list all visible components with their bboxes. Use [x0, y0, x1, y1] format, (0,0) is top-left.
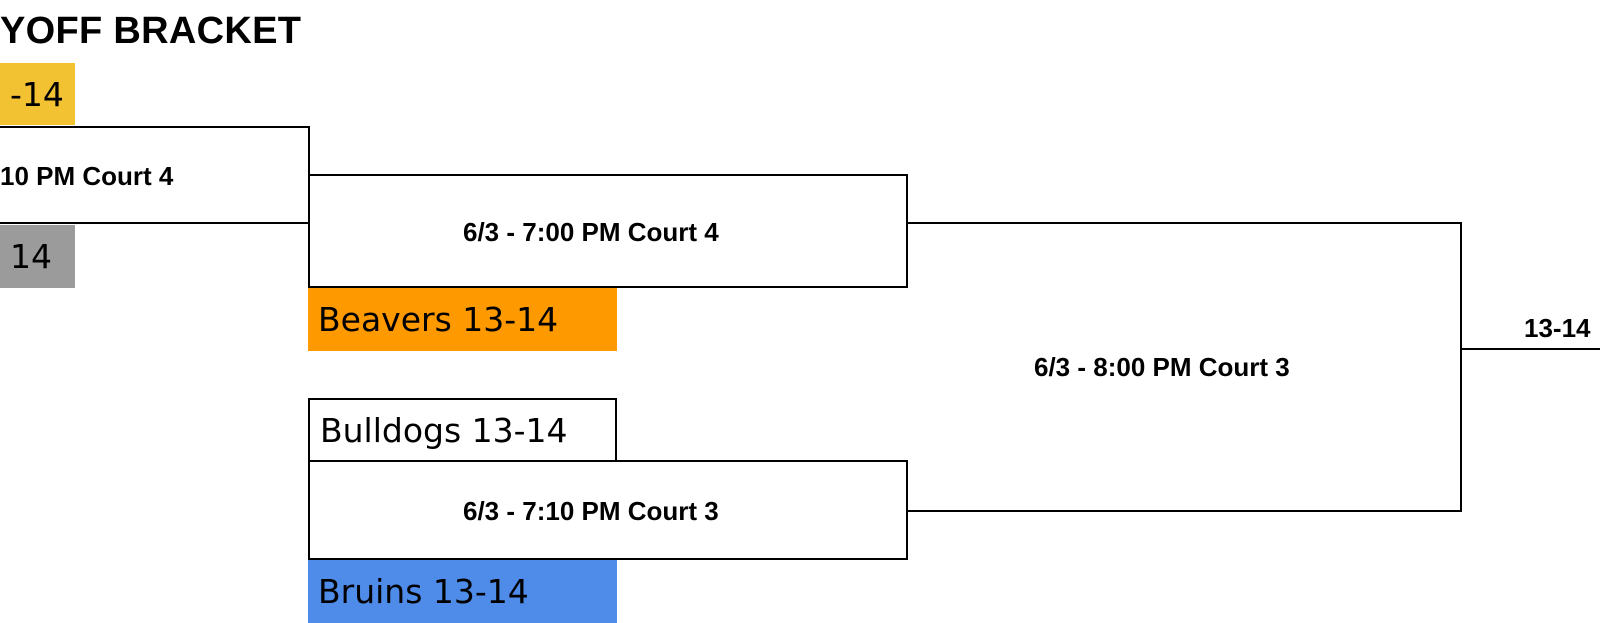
team-slot-bruins: Bruins 13-14	[308, 560, 617, 623]
game-label-semifinal-top: 6/3 - 7:00 PM Court 4	[463, 217, 719, 247]
team-label: 14	[10, 237, 52, 276]
game-label-round1-top: 10 PM Court 4	[0, 161, 174, 191]
connector-final-vertical	[1460, 222, 1462, 512]
team-slot-bulldogs: Bulldogs 13-14	[308, 398, 617, 462]
team-label: Beavers 13-14	[318, 300, 559, 339]
team-slot-top-seed-b: 14	[0, 225, 75, 288]
team-label: Bruins 13-14	[318, 572, 529, 611]
champion-label: 13-14	[1524, 313, 1591, 343]
connector-semifinal-bottom-to-final	[906, 510, 1462, 512]
team-label: Bulldogs 13-14	[320, 410, 568, 450]
bracket-title: YOFF BRACKET	[0, 10, 302, 52]
connector-champion	[1460, 348, 1600, 350]
connector-semifinal-top-to-final	[906, 222, 1462, 224]
game-box-semifinal-top	[308, 174, 908, 288]
team-label: -14	[10, 74, 64, 114]
game-label-semifinal-bottom: 6/3 - 7:10 PM Court 3	[463, 496, 719, 526]
team-slot-top-seed-a: -14	[0, 63, 75, 125]
game-label-final: 6/3 - 8:00 PM Court 3	[1034, 352, 1290, 382]
team-slot-beavers: Beavers 13-14	[308, 288, 617, 351]
